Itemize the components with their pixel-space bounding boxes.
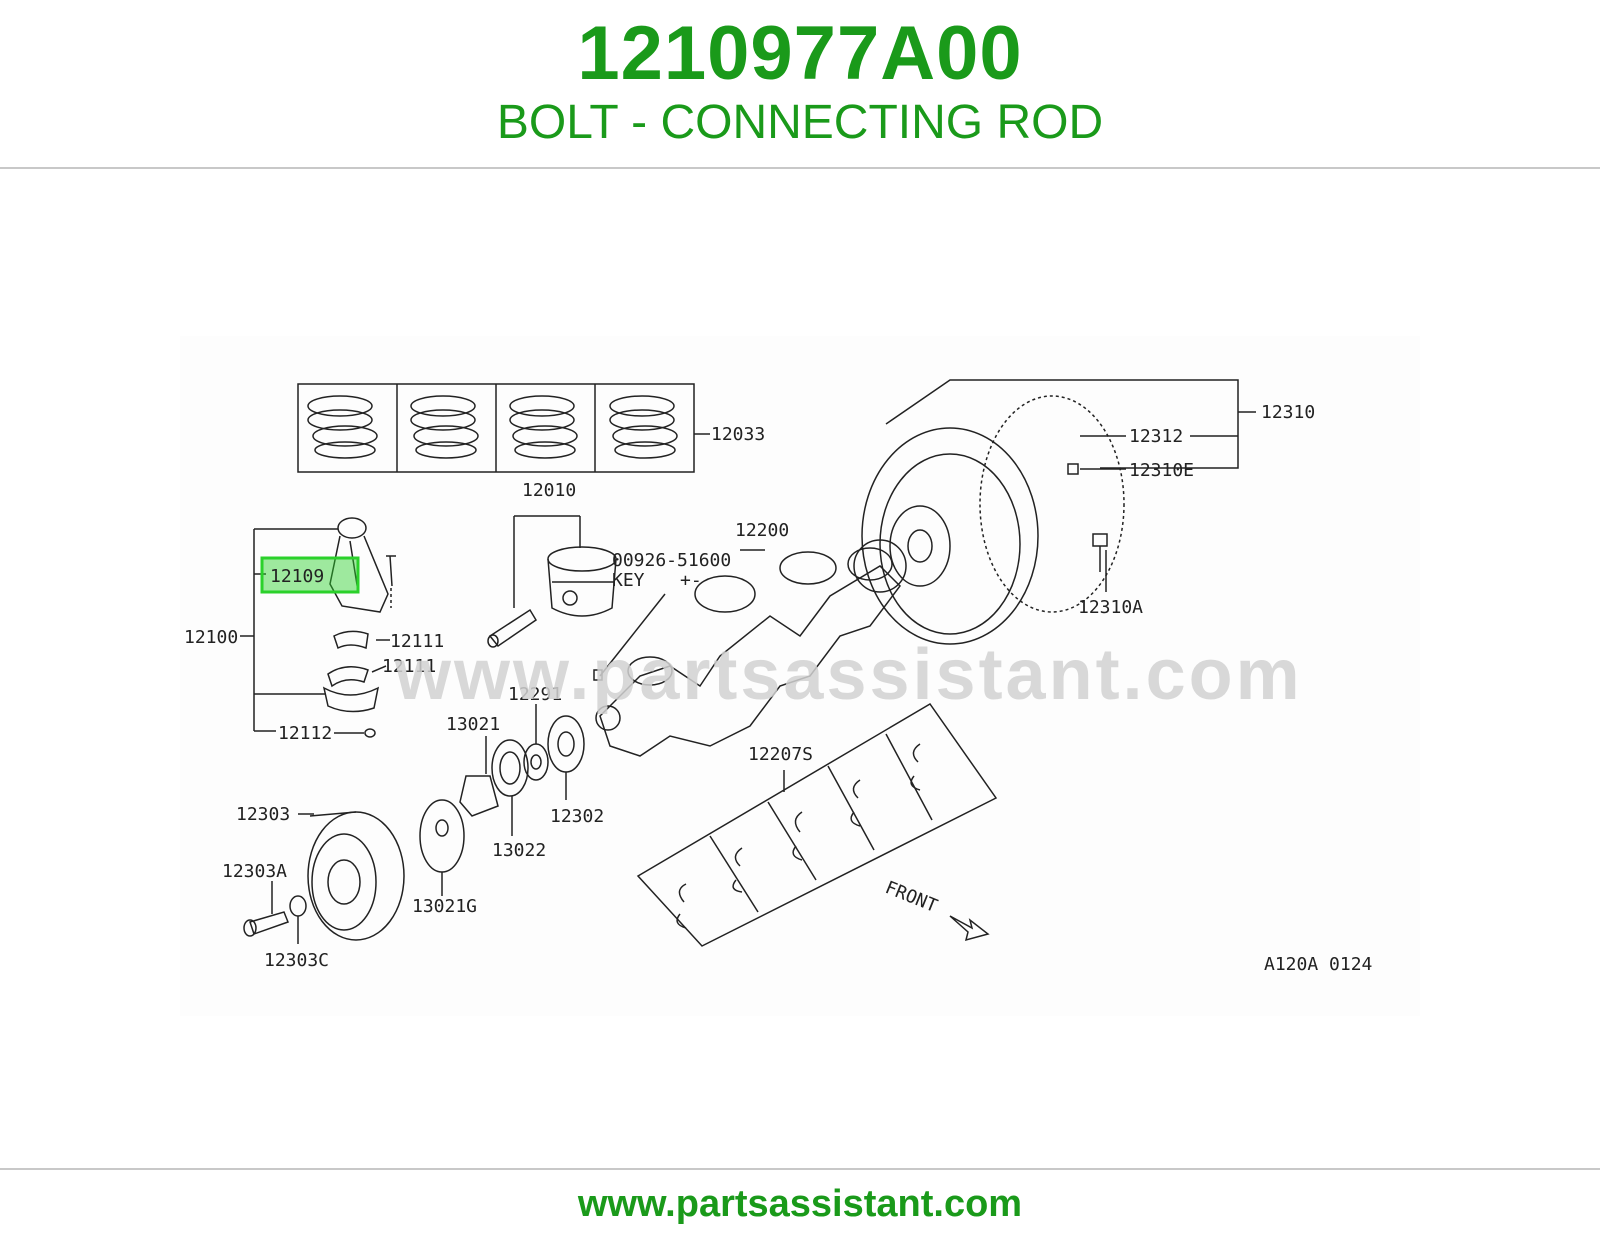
callout-key: KEY — [612, 570, 645, 591]
callout-key-mark: +- — [680, 570, 702, 591]
callout-12100[interactable]: 12100 — [184, 627, 238, 648]
header-divider — [0, 167, 1600, 169]
footer-website-link[interactable]: www.partsassistant.com — [577, 1183, 1023, 1225]
callout-12033[interactable]: 12033 — [711, 424, 765, 445]
main-bearing-set — [636, 703, 998, 947]
callout-12302[interactable]: 12302 — [550, 806, 604, 827]
callout-12310e[interactable]: 12310E — [1129, 460, 1194, 481]
callout-12111-upper[interactable]: 12111 — [390, 631, 444, 652]
callout-13021[interactable]: 13021 — [446, 714, 500, 735]
callout-12109[interactable]: 12109 — [270, 566, 324, 587]
pulley-bolt — [243, 911, 289, 937]
piston-pin — [487, 608, 538, 648]
crank-pulley — [307, 811, 405, 941]
callout-12310[interactable]: 12310 — [1261, 402, 1315, 423]
part-number-title: 1210977A00 — [577, 11, 1023, 96]
callout-12111-lower[interactable]: 12111 — [382, 656, 436, 677]
highlight-box[interactable] — [260, 556, 360, 594]
callout-12310a[interactable]: 12310A — [1078, 597, 1143, 618]
front-arrow — [949, 915, 990, 942]
callout-12112[interactable]: 12112 — [278, 723, 332, 744]
piston-rings — [307, 395, 678, 459]
diagram-reference: A120A 0124 — [1264, 954, 1372, 975]
callout-13022[interactable]: 13022 — [492, 840, 546, 861]
callout-12303a[interactable]: 12303A — [222, 861, 287, 882]
callout-12303c[interactable]: 12303C — [264, 950, 329, 971]
front-label: FRONT — [882, 877, 940, 917]
exploded-view-drawing: 12033 12010 00926-51600 KEY +- 12200 123… — [184, 379, 1372, 975]
part-description: BOLT - CONNECTING ROD — [496, 96, 1104, 149]
flywheel — [853, 395, 1125, 645]
callout-00926-51600[interactable]: 00926-51600 — [612, 550, 731, 571]
footer-divider — [0, 1168, 1600, 1170]
page-header: 1210977A00 BOLT - CONNECTING ROD — [0, 0, 1600, 168]
callout-13021g[interactable]: 13021G — [412, 896, 477, 917]
callout-12010[interactable]: 12010 — [522, 480, 576, 501]
watermark: www.partsassistant.com — [395, 635, 1303, 715]
callout-12303[interactable]: 12303 — [236, 804, 290, 825]
callout-12291[interactable]: 12291 — [508, 684, 562, 705]
piston — [547, 546, 617, 617]
callout-12312[interactable]: 12312 — [1129, 426, 1183, 447]
parts-diagram: 12033 12010 00926-51600 KEY +- 12200 123… — [180, 336, 1420, 1016]
flywheel-bolt — [1092, 533, 1108, 572]
crankshaft — [595, 547, 901, 757]
rod-bearings — [322, 630, 380, 713]
callout-12200[interactable]: 12200 — [735, 520, 789, 541]
callout-12207s[interactable]: 12207S — [748, 744, 813, 765]
